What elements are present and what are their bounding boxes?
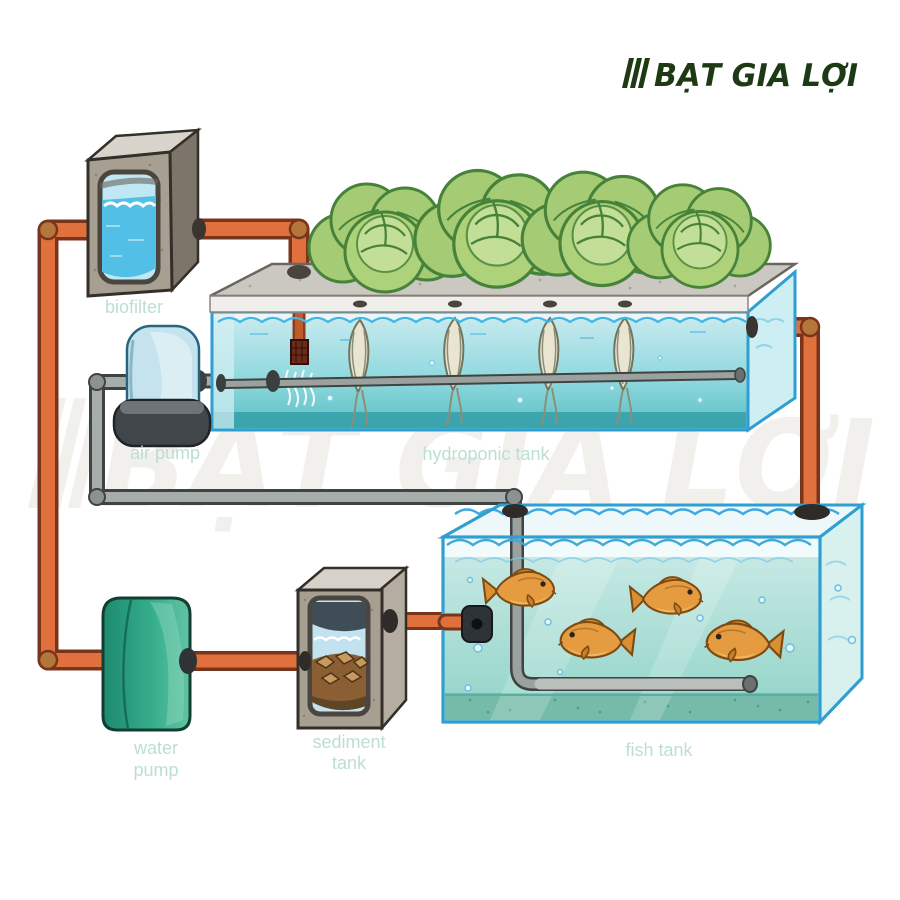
inlet-diffuser xyxy=(285,312,315,408)
water-pump xyxy=(101,596,197,732)
fishtank-left-fitting xyxy=(437,605,493,643)
fishtank-bubbles xyxy=(464,576,857,692)
air-pump xyxy=(112,324,212,448)
fish-tank xyxy=(437,470,867,726)
fishtank-inlet-grommet xyxy=(794,504,830,520)
label-biofilter: biofilter xyxy=(105,297,163,317)
aerator-pipe xyxy=(216,367,746,392)
hydro-waterline xyxy=(217,316,747,324)
hydro-outlet-ring xyxy=(746,316,758,338)
lid-inlet-grommet xyxy=(287,265,311,279)
fishtank-air-pipe xyxy=(510,510,758,693)
pipe-orange-left-loop xyxy=(37,219,115,671)
pipe-orange-biofilter-to-hydroponic xyxy=(185,218,310,283)
label-water-pump-2: pump xyxy=(133,760,178,780)
label-sediment-tank-2: tank xyxy=(332,753,367,773)
sediment-window xyxy=(307,595,371,717)
label-fish-tank: fish tank xyxy=(625,740,693,760)
label-water-pump-1: water xyxy=(133,738,178,758)
sediment-outlet-ring xyxy=(382,609,398,633)
waves-front xyxy=(446,538,812,547)
label-hydroponic-tank: hydroponic tank xyxy=(422,444,550,464)
biofilter-window xyxy=(97,169,161,285)
logo-text: BẠT GIA LỢI xyxy=(654,58,858,94)
label-air-pump: air pump xyxy=(130,443,200,463)
lettuce-row xyxy=(307,168,772,294)
logo-bar-icon xyxy=(638,58,650,88)
biofilter xyxy=(84,127,206,298)
brand-logo: BẠT GIA LỢI xyxy=(622,58,858,94)
fishtank-airpipe-grommet xyxy=(502,504,528,518)
sediment-tank xyxy=(294,565,410,732)
logo-bar-icon xyxy=(630,58,642,88)
biofilter-outlet-ring xyxy=(192,218,206,240)
bubbles xyxy=(326,355,704,404)
hydroponic-tank xyxy=(209,262,800,433)
logo-bar-icon xyxy=(622,58,634,88)
label-sediment-tank-1: sediment xyxy=(312,732,385,752)
